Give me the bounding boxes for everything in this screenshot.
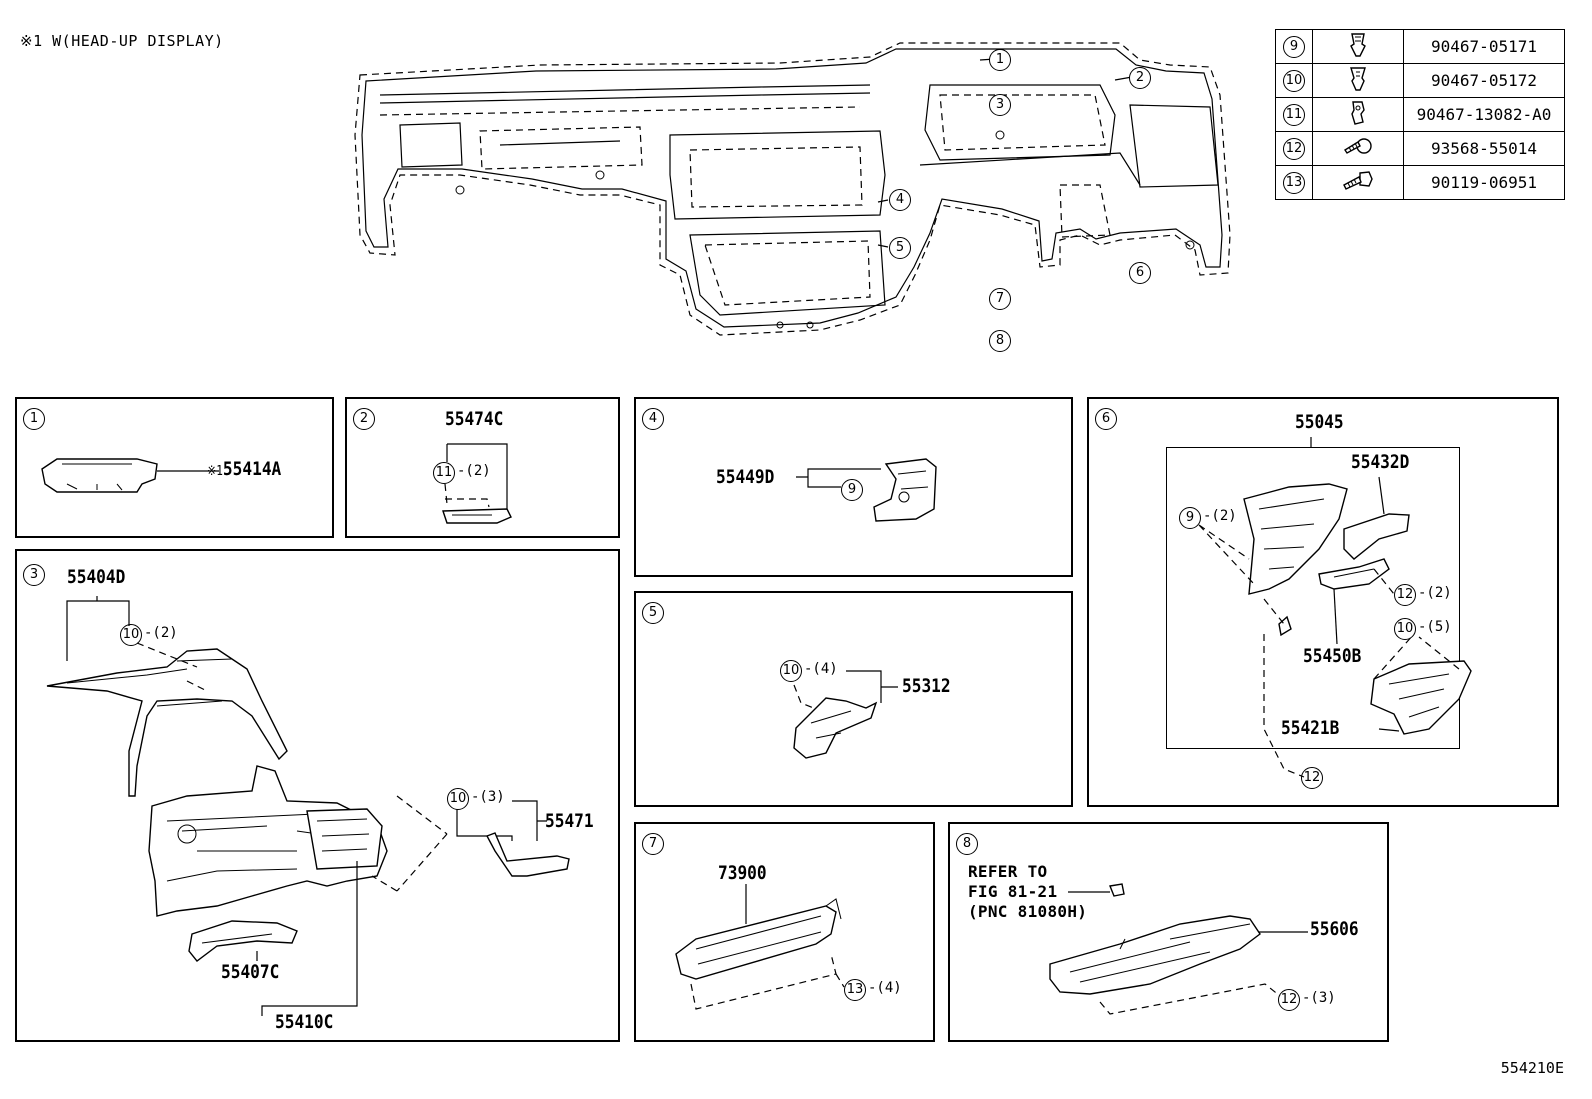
panel-8-part: 55606 (1310, 918, 1359, 940)
fastener-callout: 10 (120, 624, 142, 646)
panel-6-part-glove-box-assy: 55045 (1295, 411, 1344, 433)
legend-row: 10 90467-05172 (1275, 63, 1565, 98)
panel-3-drawing (46, 596, 570, 1016)
panel-6-part-damper: 55450B (1303, 645, 1362, 667)
panel-3-part-upper-pad: 55404D (67, 566, 126, 588)
legend-part-number: 93568-55014 (1403, 131, 1565, 166)
screw-icon (1344, 137, 1372, 154)
head-up-display-note: ※1 W(HEAD-UP DISPLAY) (20, 32, 224, 50)
legend-row: 13 90119-06951 (1275, 165, 1565, 200)
fastener-qty: -(3) (471, 789, 505, 805)
overview-callout-1: 1 (989, 49, 1011, 71)
fastener-qty: -(2) (1418, 585, 1452, 601)
clip-icon (1350, 32, 1366, 57)
panel-3: 3 55404D 10 -(2) 10 -(3) 55471 55407C 55… (15, 549, 620, 1042)
panel-6-part-glove-box: 55421B (1281, 717, 1340, 739)
assembly-box (1166, 447, 1460, 749)
panel-3-part-lower-trim: 55407C (221, 961, 280, 983)
panel-7: 7 73900 13 -(4) (634, 822, 935, 1042)
panel-8-drawing (1049, 883, 1308, 1015)
fastener-callout: 9 (1179, 507, 1201, 529)
overview-callout-6: 6 (1129, 262, 1151, 284)
fastener-callout: 10 (1394, 618, 1416, 640)
fastener-qty: -(3) (1302, 990, 1336, 1006)
panel-7-part: 73900 (718, 862, 767, 884)
panel-6: 6 55045 55432D 9 -(2) 12 -(2) 10 -(5) 55… (1087, 397, 1559, 807)
panel-2-drawing (442, 443, 512, 524)
legend-callout: 9 (1283, 36, 1305, 58)
fastener-callout: 12 (1278, 989, 1300, 1011)
fastener-qty: -(2) (1203, 508, 1237, 524)
dashboard-frame-drawing (354, 42, 1231, 336)
panel-6-part-door: 55432D (1351, 451, 1410, 473)
fastener-callout: 11 (433, 462, 455, 484)
panel-7-drawing (675, 884, 845, 1010)
legend-part-number: 90467-05172 (1403, 63, 1565, 98)
fastener-callout: 13 (844, 979, 866, 1001)
panel-5-drawing (793, 670, 898, 759)
panel-6-drawing (1198, 437, 1472, 778)
fastener-qty: -(2) (144, 625, 178, 641)
panel-4: 4 55449D 9 (634, 397, 1073, 577)
legend-part-number: 90467-13082-A0 (1403, 97, 1565, 132)
clip-icon (1351, 100, 1365, 125)
panel-4-drawing (796, 458, 937, 522)
fastener-qty: -(5) (1418, 619, 1452, 635)
clip-icon (1350, 66, 1366, 91)
overview-callout-2: 2 (1129, 67, 1151, 89)
panel-callout: 7 (642, 833, 664, 855)
fastener-callout: 12 (1301, 767, 1323, 789)
panel-2: 2 55474C 11 -(2) (345, 397, 620, 538)
fastener-qty: -(2) (457, 463, 491, 479)
panel-3-part-instrument-panel: 55410C (275, 1011, 334, 1033)
panel-callout: 1 (23, 408, 45, 430)
legend-row: 9 90467-05171 (1275, 29, 1565, 64)
overview-callout-8: 8 (989, 330, 1011, 352)
legend-callout: 12 (1283, 138, 1305, 160)
overview-callout-4: 4 (889, 189, 911, 211)
panel-callout: 8 (956, 833, 978, 855)
panel-1-part: ※155414A (207, 458, 282, 480)
legend-part-number: 90119-06951 (1403, 165, 1565, 200)
legend-callout: 10 (1283, 70, 1305, 92)
panel-3-part-bracket: 55471 (545, 810, 594, 832)
fastener-qty: -(4) (804, 661, 838, 677)
panel-callout: 5 (642, 602, 664, 624)
fastener-callout: 10 (447, 788, 469, 810)
panel-4-part: 55449D (716, 466, 775, 488)
overview-callout-3: 3 (989, 94, 1011, 116)
fastener-legend-table: 9 90467-05171 10 90467-05172 11 90467-13… (1275, 29, 1565, 200)
legend-part-number: 90467-05171 (1403, 29, 1565, 64)
refer-to-note: REFER TO FIG 81-21 (PNC 81080H) (968, 862, 1088, 921)
legend-callout: 13 (1283, 172, 1305, 194)
legend-row: 11 90467-13082-A0 (1275, 97, 1565, 132)
panel-2-part: 55474C (445, 408, 504, 430)
panel-callout: 4 (642, 408, 664, 430)
panel-8: 8 REFER TO FIG 81-21 (PNC 81080H) 55606 … (948, 822, 1389, 1042)
legend-row: 12 93568-55014 (1275, 131, 1565, 166)
fastener-callout: 10 (780, 660, 802, 682)
bolt-icon (1343, 170, 1373, 190)
legend-callout: 11 (1283, 104, 1305, 126)
panel-callout: 3 (23, 564, 45, 586)
overview-callout-5: 5 (889, 237, 911, 259)
fastener-qty: -(4) (868, 980, 902, 996)
fastener-callout: 12 (1394, 584, 1416, 606)
panel-5: 5 10 -(4) 55312 (634, 591, 1073, 807)
figure-id: 554210E (1500, 1059, 1564, 1077)
panel-5-part: 55312 (902, 675, 951, 697)
panel-callout: 6 (1095, 408, 1117, 430)
fastener-callout: 9 (841, 479, 863, 501)
panel-1: 1 ※155414A (15, 397, 334, 538)
panel-callout: 2 (353, 408, 375, 430)
cover-part-drawing (41, 458, 219, 493)
overview-callout-7: 7 (989, 288, 1011, 310)
